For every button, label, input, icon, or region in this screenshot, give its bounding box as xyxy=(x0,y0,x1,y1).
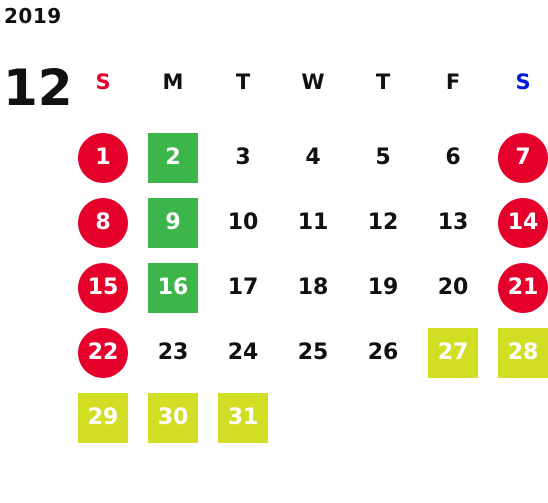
day-cell[interactable]: 3 xyxy=(208,125,278,190)
month-label: 12 xyxy=(3,59,73,117)
day-number: 12 xyxy=(367,210,399,235)
day-number: 18 xyxy=(297,275,329,300)
day-number: 24 xyxy=(227,340,259,365)
weekday-header-tue: T xyxy=(235,70,251,94)
day-cell[interactable]: 13 xyxy=(418,190,488,255)
day-number: 25 xyxy=(297,340,329,365)
day-cell[interactable]: 11 xyxy=(278,190,348,255)
day-cell[interactable]: 19 xyxy=(348,255,418,320)
day-number: 14 xyxy=(498,197,548,248)
day-number: 21 xyxy=(498,262,548,313)
day-cell[interactable]: 29 xyxy=(68,385,138,450)
day-cell[interactable]: 26 xyxy=(348,320,418,385)
day-cell[interactable]: 22 xyxy=(68,320,138,385)
day-cell[interactable]: 18 xyxy=(278,255,348,320)
day-cell[interactable]: 21 xyxy=(488,255,548,320)
day-cell[interactable]: 20 xyxy=(418,255,488,320)
day-cell[interactable]: 16 xyxy=(138,255,208,320)
day-cell[interactable]: 6 xyxy=(418,125,488,190)
day-cell[interactable]: 30 xyxy=(138,385,208,450)
day-cell[interactable]: 31 xyxy=(208,385,278,450)
day-cell[interactable]: 12 xyxy=(348,190,418,255)
day-number: 26 xyxy=(367,340,399,365)
day-cell[interactable]: 14 xyxy=(488,190,548,255)
day-number: 10 xyxy=(227,210,259,235)
empty-cell xyxy=(418,385,488,450)
day-cell[interactable]: 9 xyxy=(138,190,208,255)
weekday-header-mon: M xyxy=(162,70,184,94)
day-number: 20 xyxy=(437,275,469,300)
weekday-header-wed: W xyxy=(301,70,325,94)
day-number: 3 xyxy=(235,145,251,170)
day-number: 29 xyxy=(78,392,128,443)
day-number: 15 xyxy=(78,262,128,313)
day-number: 9 xyxy=(148,197,198,248)
day-number: 2 xyxy=(148,132,198,183)
day-cell[interactable]: 4 xyxy=(278,125,348,190)
weekday-header-sun: S xyxy=(95,70,111,94)
day-cell[interactable]: 8 xyxy=(68,190,138,255)
day-cell[interactable]: 1 xyxy=(68,125,138,190)
day-cell[interactable]: 28 xyxy=(488,320,548,385)
day-cell[interactable]: 25 xyxy=(278,320,348,385)
day-cell[interactable]: 10 xyxy=(208,190,278,255)
day-cell[interactable]: 24 xyxy=(208,320,278,385)
empty-cell xyxy=(488,385,548,450)
day-number: 31 xyxy=(218,392,268,443)
day-number: 4 xyxy=(305,145,321,170)
weekday-header-thu: T xyxy=(375,70,391,94)
day-number: 1 xyxy=(78,132,128,183)
day-number: 6 xyxy=(445,145,461,170)
day-number: 28 xyxy=(498,327,548,378)
day-number: 27 xyxy=(428,327,478,378)
day-number: 7 xyxy=(498,132,548,183)
day-cell[interactable]: 23 xyxy=(138,320,208,385)
day-cell[interactable]: 7 xyxy=(488,125,548,190)
weekday-header-sat: S xyxy=(515,70,531,94)
year-label: 2019 xyxy=(4,4,62,28)
day-number: 13 xyxy=(437,210,469,235)
day-cell[interactable]: 2 xyxy=(138,125,208,190)
day-cell[interactable]: 17 xyxy=(208,255,278,320)
empty-cell xyxy=(278,385,348,450)
day-cell[interactable]: 27 xyxy=(418,320,488,385)
day-number: 23 xyxy=(157,340,189,365)
day-number: 8 xyxy=(78,197,128,248)
day-number: 22 xyxy=(78,327,128,378)
day-cell[interactable]: 15 xyxy=(68,255,138,320)
day-number: 16 xyxy=(148,262,198,313)
day-number: 11 xyxy=(297,210,329,235)
day-number: 30 xyxy=(148,392,198,443)
day-number: 19 xyxy=(367,275,399,300)
day-number: 5 xyxy=(375,145,391,170)
day-number: 17 xyxy=(227,275,259,300)
weekday-header-fri: F xyxy=(445,70,461,94)
day-cell[interactable]: 5 xyxy=(348,125,418,190)
empty-cell xyxy=(348,385,418,450)
